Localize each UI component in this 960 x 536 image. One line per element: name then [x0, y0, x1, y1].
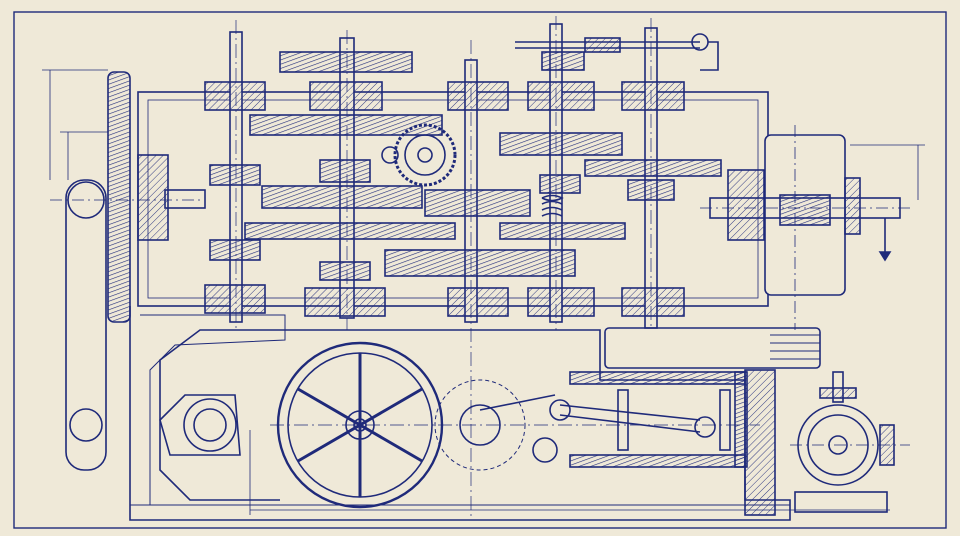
pump-assembly	[790, 371, 910, 513]
gear	[319, 261, 371, 281]
gear	[584, 159, 722, 177]
gears	[209, 51, 722, 281]
spur-gear-front	[381, 123, 457, 187]
left-belt-pulley	[50, 71, 206, 471]
machine-base-frame	[129, 306, 791, 521]
gear	[279, 51, 413, 73]
gear	[539, 174, 581, 194]
spring	[541, 194, 564, 217]
piston-cylinder	[569, 369, 776, 516]
dimension-lines	[42, 69, 925, 515]
bevel-gear	[209, 164, 261, 186]
gear	[244, 222, 456, 240]
gear	[319, 159, 371, 183]
top-lever-linkage	[515, 33, 719, 71]
bevel-gear	[209, 239, 261, 261]
gear	[384, 249, 576, 277]
right-motor-assembly	[700, 125, 910, 330]
gear	[249, 114, 443, 136]
left-bearing-block	[159, 394, 241, 456]
gear	[499, 132, 623, 156]
gear	[424, 189, 531, 217]
drawing-border	[13, 11, 947, 529]
gear	[499, 222, 626, 240]
lower-belt-drive	[604, 327, 821, 369]
shaft-5	[621, 27, 685, 329]
centerlines	[235, 16, 760, 520]
gear	[261, 185, 423, 209]
gear	[541, 51, 585, 71]
